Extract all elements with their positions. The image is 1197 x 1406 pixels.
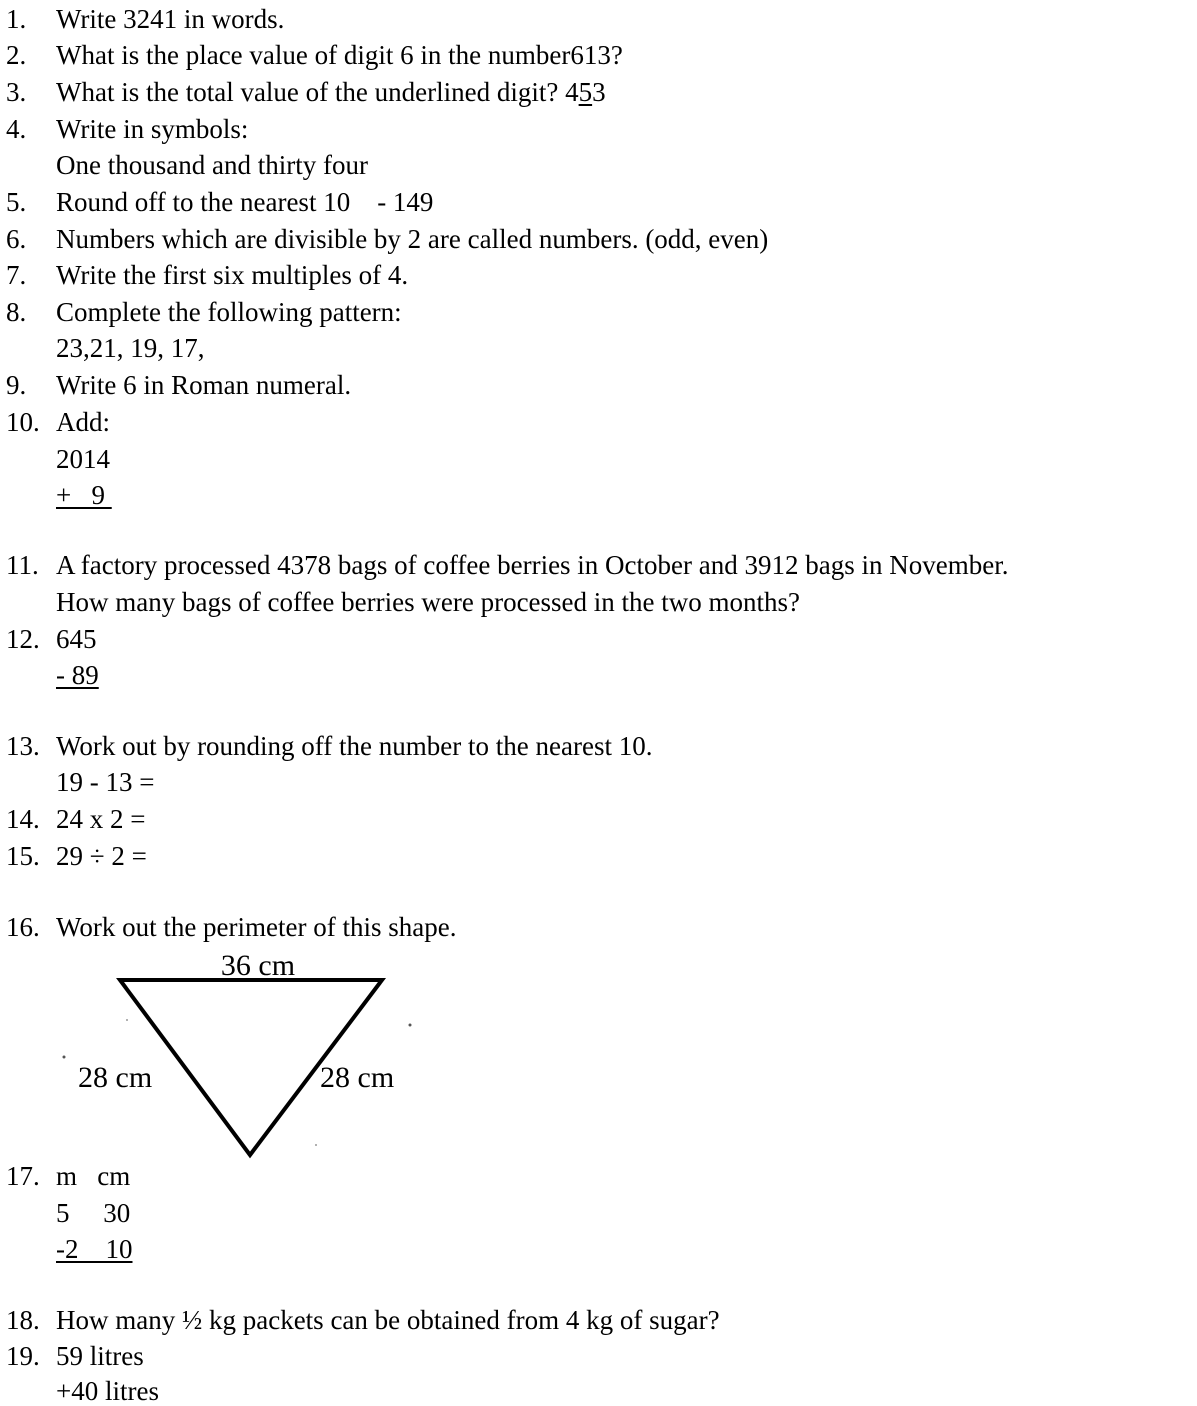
- scan-speck: [62, 1055, 66, 1059]
- triangle-figure: 36 cm 28 cm 28 cm: [62, 949, 412, 1159]
- q3-text-a: What is the total value of the underline…: [56, 77, 579, 107]
- q18-number: 18.: [6, 1305, 40, 1335]
- q19-text: 59 litres: [56, 1341, 144, 1371]
- q17-number: 17.: [6, 1161, 40, 1191]
- q11-subtext: How many bags of coffee berries were pro…: [56, 587, 801, 617]
- q18-text: How many ½ kg packets can be obtained fr…: [56, 1305, 720, 1335]
- q17-row-1: 5 30: [56, 1198, 131, 1228]
- q13-number: 13.: [6, 731, 40, 761]
- q16-text: Work out the perimeter of this shape.: [56, 912, 457, 942]
- q15-number: 15.: [6, 841, 40, 871]
- q17-row-2: -2 10: [56, 1234, 133, 1264]
- q7-number: 7.: [6, 260, 27, 290]
- q5-text: Round off to the nearest 10 - 149: [56, 187, 434, 217]
- scan-speck: [126, 1019, 128, 1021]
- q10-text: Add:: [56, 407, 110, 437]
- q12-subtrahend: - 89: [56, 660, 99, 690]
- q5-number: 5.: [6, 187, 27, 217]
- q19-number: 19.: [6, 1341, 40, 1371]
- q10-addend-2: + 9: [56, 480, 112, 510]
- q3-number: 3.: [6, 77, 27, 107]
- q7-text: Write the first six multiples of 4.: [56, 260, 409, 290]
- q3-text: What is the total value of the underline…: [56, 79, 606, 106]
- triangle-right-label: 28 cm: [320, 1061, 394, 1094]
- q10-addend-1: 2014: [56, 444, 110, 474]
- triangle-left-label: 28 cm: [78, 1061, 152, 1094]
- q3-underlined-digit: 5: [578, 77, 593, 107]
- q11-text: A factory processed 4378 bags of coffee …: [56, 550, 1009, 580]
- q12-number: 12.: [6, 624, 40, 654]
- q16-number: 16.: [6, 912, 40, 942]
- q9-number: 9.: [6, 370, 27, 400]
- q13-expression: 19 - 13 =: [56, 767, 155, 797]
- q11-number: 11.: [6, 550, 39, 580]
- q4-number: 4.: [6, 114, 27, 144]
- q14-text: 24 x 2 =: [56, 804, 146, 834]
- q9-text: Write 6 in Roman numeral.: [56, 370, 352, 400]
- q15-text: 29 ÷ 2 =: [56, 841, 147, 871]
- q2-text: What is the place value of digit 6 in th…: [56, 40, 623, 70]
- q1-text: Write 3241 in words.: [56, 4, 285, 34]
- q13-text: Work out by rounding off the number to t…: [56, 731, 653, 761]
- q6-number: 6.: [6, 224, 27, 254]
- q14-number: 14.: [6, 804, 40, 834]
- q17-units-header: m cm: [56, 1161, 131, 1191]
- triangle-shape: [116, 978, 387, 1159]
- q19-addend-2: +40 litres: [56, 1376, 159, 1406]
- scan-speck: [315, 1144, 317, 1146]
- q2-number: 2.: [6, 40, 27, 70]
- q10-number: 10.: [6, 407, 40, 437]
- scan-speck: [408, 1023, 412, 1027]
- q8-pattern: 23,21, 19, 17,: [56, 333, 205, 363]
- q4-text: Write in symbols:: [56, 114, 249, 144]
- q8-text: Complete the following pattern:: [56, 297, 402, 327]
- triangle-top-label: 36 cm: [221, 949, 295, 982]
- q4-subtext: One thousand and thirty four: [56, 150, 368, 180]
- q3-text-b: 3: [592, 77, 606, 107]
- q12-minuend: 645: [56, 624, 97, 654]
- q8-number: 8.: [6, 297, 27, 327]
- q6-text: Numbers which are divisible by 2 are cal…: [56, 224, 769, 254]
- q1-number: 1.: [6, 4, 27, 34]
